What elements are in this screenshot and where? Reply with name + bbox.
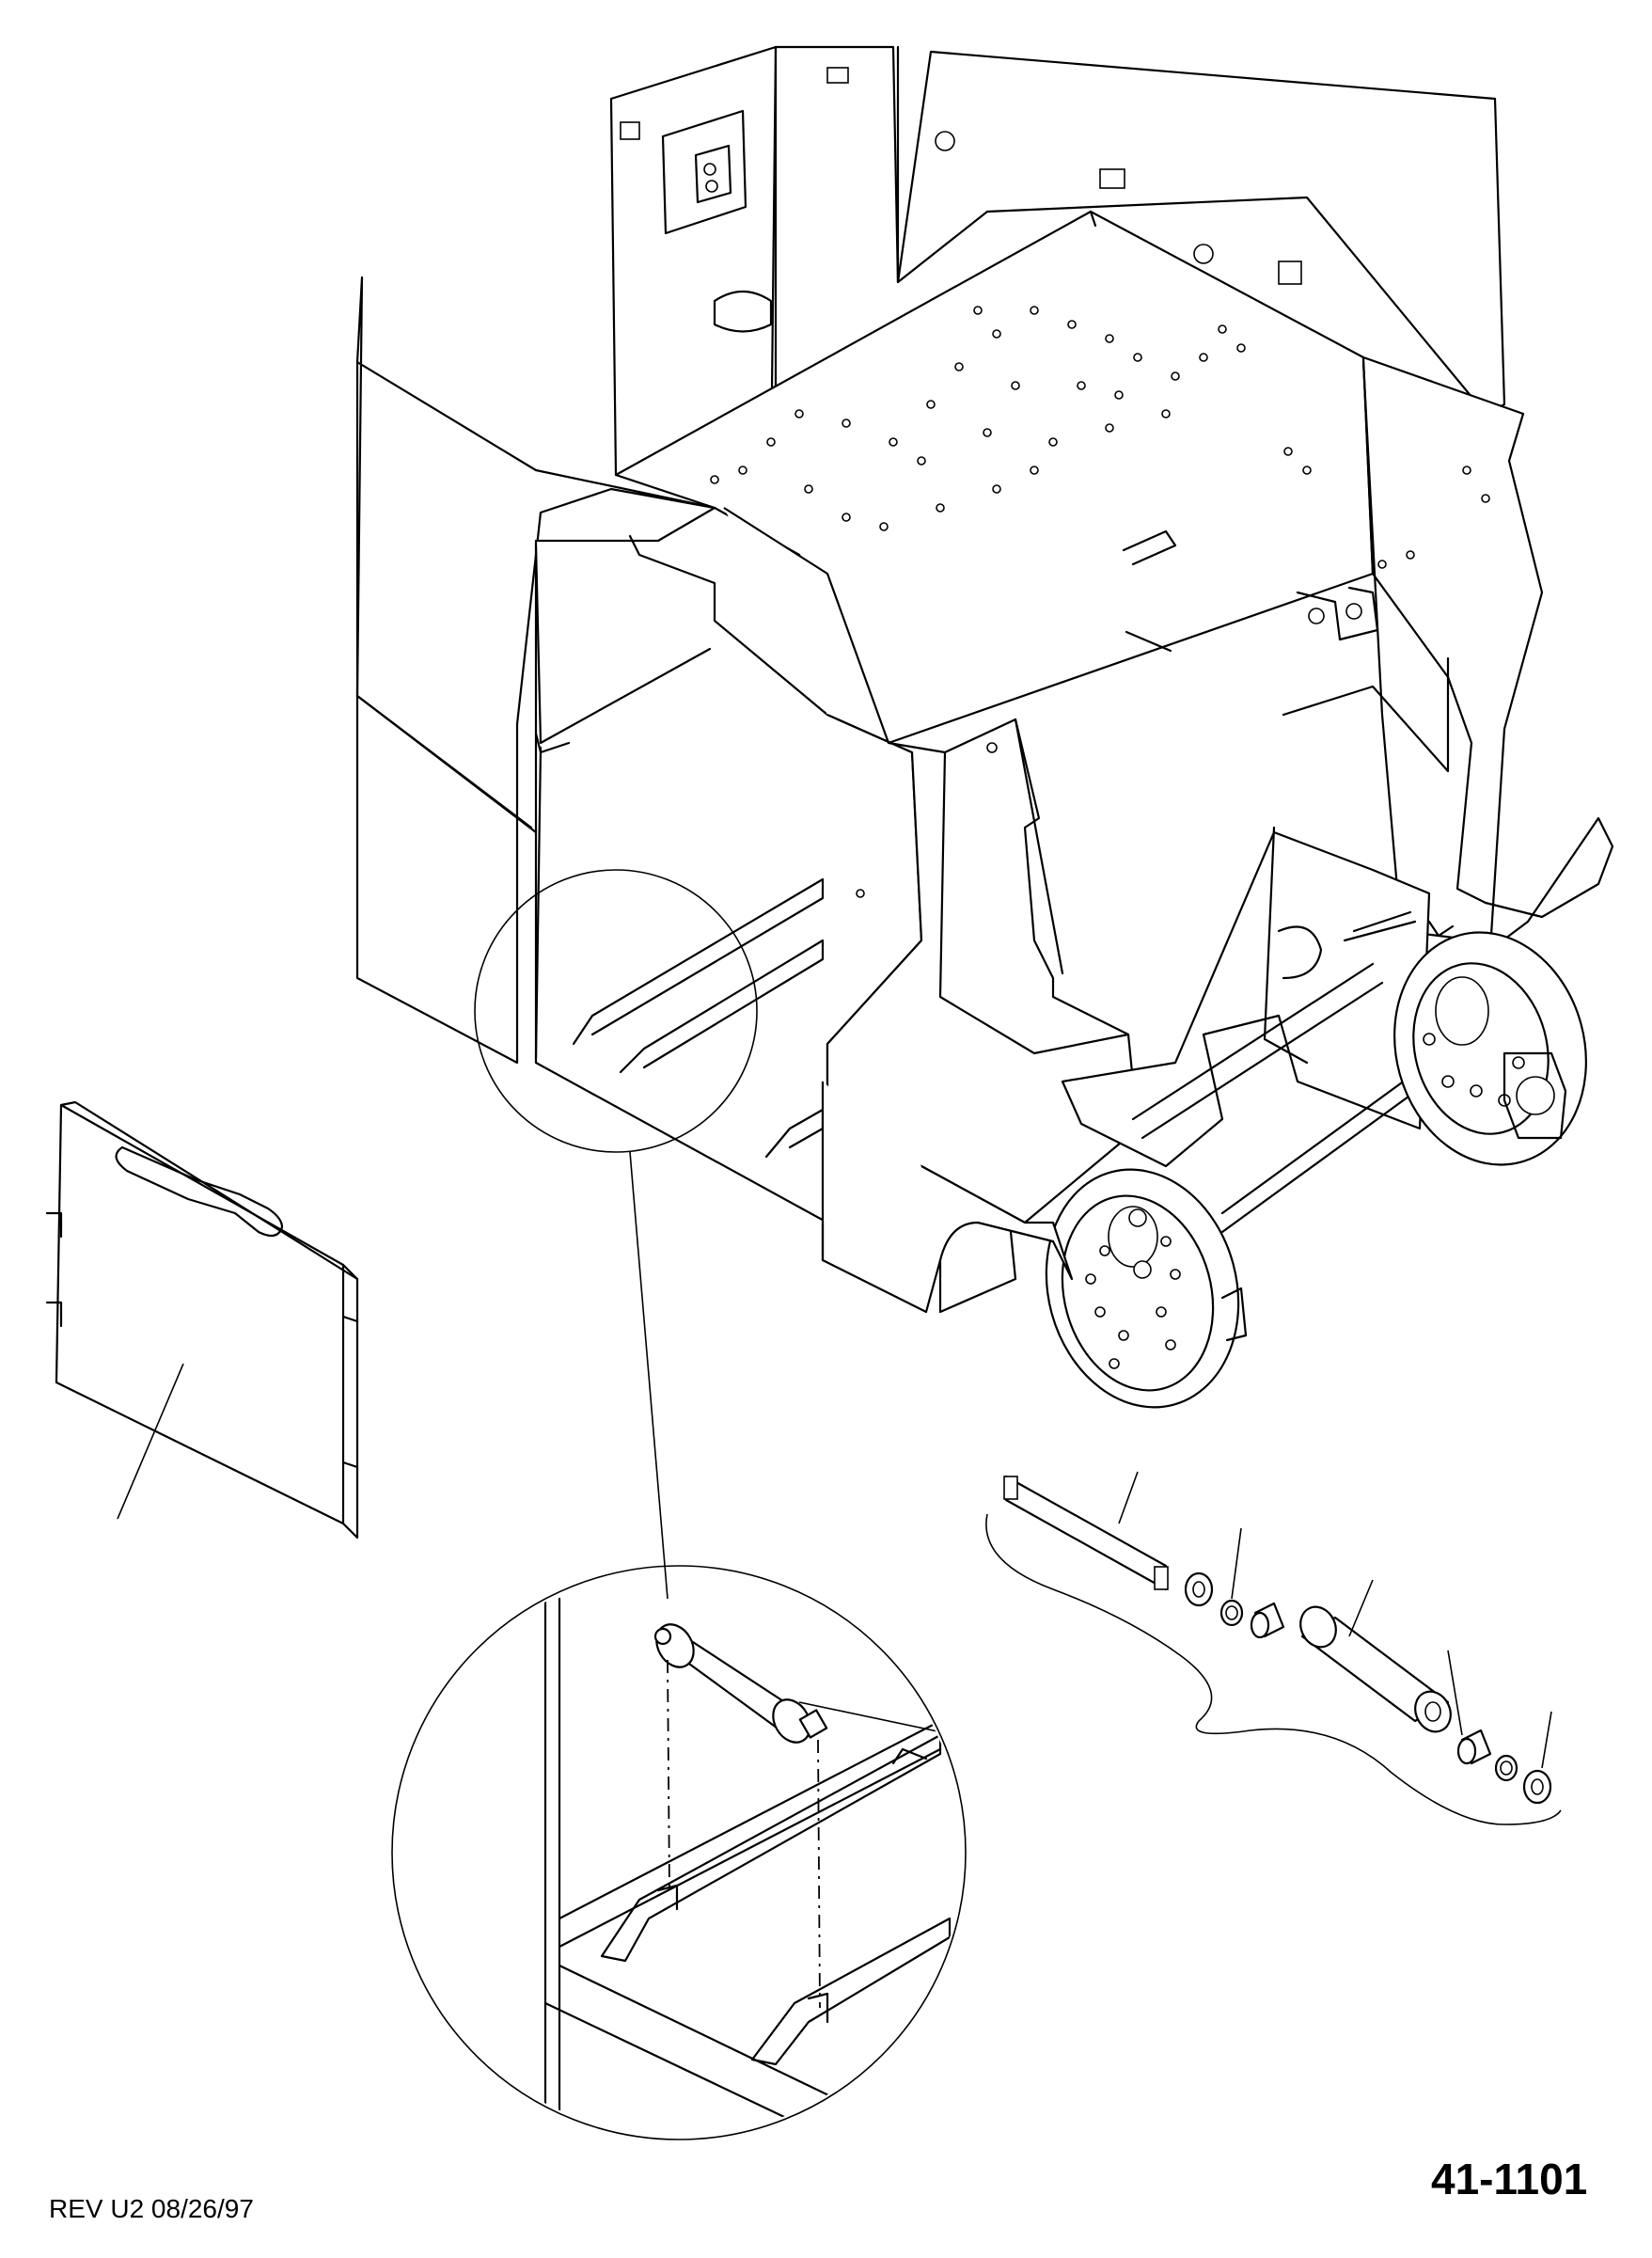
exploded-roller-parts xyxy=(985,1471,1562,1825)
hub-front xyxy=(1045,1168,1248,1409)
side-access-panel xyxy=(45,1100,359,1540)
detail-callout-circle xyxy=(474,869,758,1153)
figure-number: 41-1101 xyxy=(1431,2155,1588,2203)
zoomed-detail-view xyxy=(391,1565,967,2140)
hub-right xyxy=(1393,931,1587,1166)
deck-hole-pattern xyxy=(710,306,1312,531)
chassis-frame xyxy=(355,45,1614,1409)
revision-label: REV U2 08/26/97 xyxy=(49,2194,254,2223)
